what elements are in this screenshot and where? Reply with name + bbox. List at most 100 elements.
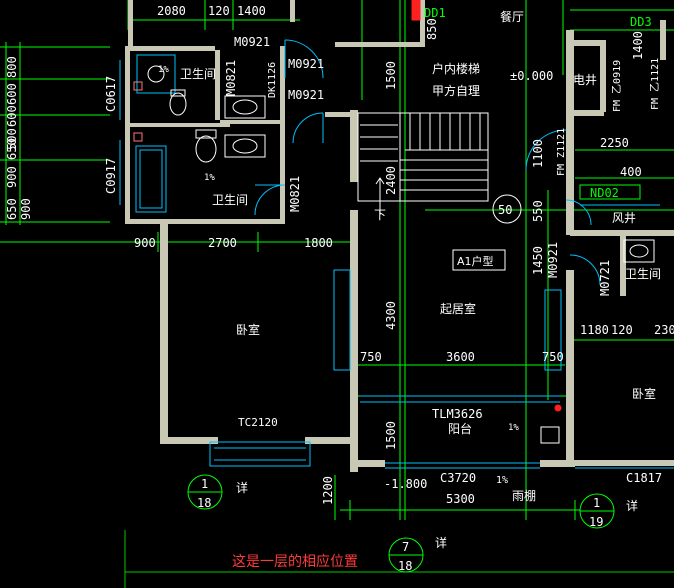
door-swing-nd	[565, 199, 592, 226]
dim-400: 400	[620, 165, 642, 179]
door-label-m0821-b: M0821	[288, 176, 302, 212]
wall-bath-top	[125, 46, 215, 51]
dim-1800: 1800	[304, 236, 333, 250]
axis-bubble-50	[492, 194, 522, 224]
markers	[187, 184, 660, 573]
floor-drain-b	[133, 132, 143, 142]
doors	[254, 39, 601, 286]
left-dim-600-b: 600	[5, 105, 19, 127]
note-stair: 户内楼梯	[432, 61, 480, 76]
dim-750-b: 750	[542, 350, 564, 364]
stair-treads-lower	[360, 124, 488, 191]
dim-v-1200: 1200	[321, 476, 335, 505]
room-label-bath-b: 卫生间	[212, 193, 248, 207]
dim-v-1500-b: 1500	[384, 421, 398, 450]
slope-label-bath: 1%	[158, 65, 169, 75]
wall-bath-divider-v	[215, 50, 220, 120]
window-label-tlm3626: TLM3626	[432, 407, 483, 421]
door-swing-m0921-b	[292, 112, 324, 144]
wall-elec-right	[600, 40, 606, 112]
wall-stair-left	[350, 110, 358, 182]
left-dim-650-b: 650	[5, 198, 19, 220]
dim-v-1100: 1100	[531, 139, 545, 168]
detail-ref-1-tag: 详	[236, 480, 248, 495]
stair	[357, 112, 489, 215]
dim-120: 120	[208, 4, 230, 18]
window-label-tc2120: TC2120	[238, 416, 278, 429]
dim-1400: 1400	[237, 4, 266, 18]
window-label-c3720: C3720	[440, 471, 476, 485]
toilet-icon-a	[169, 92, 187, 116]
detail-ref-2-tag: 详	[626, 498, 638, 513]
room-label-living: 起居室	[440, 301, 476, 316]
shower-drain-icon	[147, 65, 165, 83]
labels: 2080 120 1400 800 600 600 500 650 900 65…	[5, 4, 674, 573]
floor-drain-a	[133, 81, 143, 91]
door-label-fm-1121: FM 乙1121	[649, 58, 661, 110]
sink-c-basin	[629, 244, 649, 258]
dim-v-1500-a: 1500	[384, 61, 398, 90]
stair-down-label: 下	[374, 208, 386, 222]
bathtub	[135, 145, 167, 213]
nd02-label: ND02	[590, 186, 619, 200]
room-label-elec: 电井	[573, 73, 597, 87]
left-dim-900-b: 900	[19, 198, 33, 220]
dim-900: 900	[134, 236, 156, 250]
wall-stair-top	[325, 112, 355, 117]
left-dim-600-a: 600	[5, 83, 19, 105]
room-label-bath-a: 卫生间	[180, 67, 216, 81]
unit-type-label: A1户型	[457, 254, 494, 268]
wall-bath-right	[280, 46, 285, 221]
elevation-1800: -1.800	[384, 477, 427, 491]
wall-elec-top	[574, 40, 604, 46]
unit-type-box	[452, 249, 506, 271]
wall-right-core	[566, 30, 574, 235]
detail-ref-1-num: 1	[201, 477, 208, 491]
wall-bedroom-bottom-b	[305, 437, 355, 444]
first-floor-note: 这是一层的相应位置	[232, 553, 358, 570]
door-label-fm-z1121: FM Z1121	[556, 128, 567, 176]
slope-label-bath-b: 1%	[204, 173, 215, 183]
dim-v-1450: 1450	[531, 246, 545, 275]
detail-ref-3-num: 7	[402, 540, 409, 554]
detail-ref-2-num: 1	[593, 496, 600, 510]
room-label-bath-c: 卫生间	[625, 267, 661, 281]
wall-top-left	[128, 0, 133, 48]
sliding-panel-left	[333, 269, 351, 371]
door-swing-fm	[525, 129, 567, 171]
dd1-label: DD1	[424, 6, 446, 20]
detail-ref-1-sheet: 18	[197, 496, 211, 510]
dim-v-550: 550	[531, 200, 545, 222]
dd3-label: DD3	[630, 15, 652, 29]
stair-down-arrow-head	[375, 177, 385, 185]
dim-v-1400-right: 1400	[631, 31, 645, 60]
stair-outline	[357, 112, 489, 202]
room-label-air: 风井	[612, 211, 636, 225]
wall-bedroom-left	[160, 222, 168, 444]
detail-ref-3-tag: 详	[435, 535, 447, 550]
wall-bath-divider-h	[130, 123, 230, 127]
wall-right-lower	[566, 270, 574, 465]
sink-b	[224, 134, 266, 158]
slope-label-balcony: 1%	[508, 423, 519, 433]
laundry-tub	[540, 426, 560, 444]
dim-v-4300: 4300	[384, 301, 398, 330]
left-dim-500: 500	[5, 128, 19, 150]
door-label-fm-0919: FM 乙0919	[611, 60, 623, 112]
wall-bedroom-bottom-a	[160, 437, 218, 444]
window-label-c1817: C1817	[626, 471, 662, 485]
fixtures	[133, 0, 655, 444]
wall-bath-left	[125, 46, 130, 224]
door-label-m0921-b: M0921	[288, 57, 324, 71]
wall-bath-bottom	[125, 219, 285, 224]
sink-c	[623, 239, 655, 263]
dd1-red-marker	[411, 0, 421, 21]
toilet-tank-a	[170, 89, 186, 97]
wall-balcony-left	[350, 460, 385, 467]
sink-b-basin	[232, 138, 258, 154]
dim-1180: 1180	[580, 323, 609, 337]
left-dim-900-a: 900	[5, 166, 19, 188]
dk-label: DK1126	[267, 62, 278, 98]
wall-bath-c-left	[620, 236, 626, 296]
